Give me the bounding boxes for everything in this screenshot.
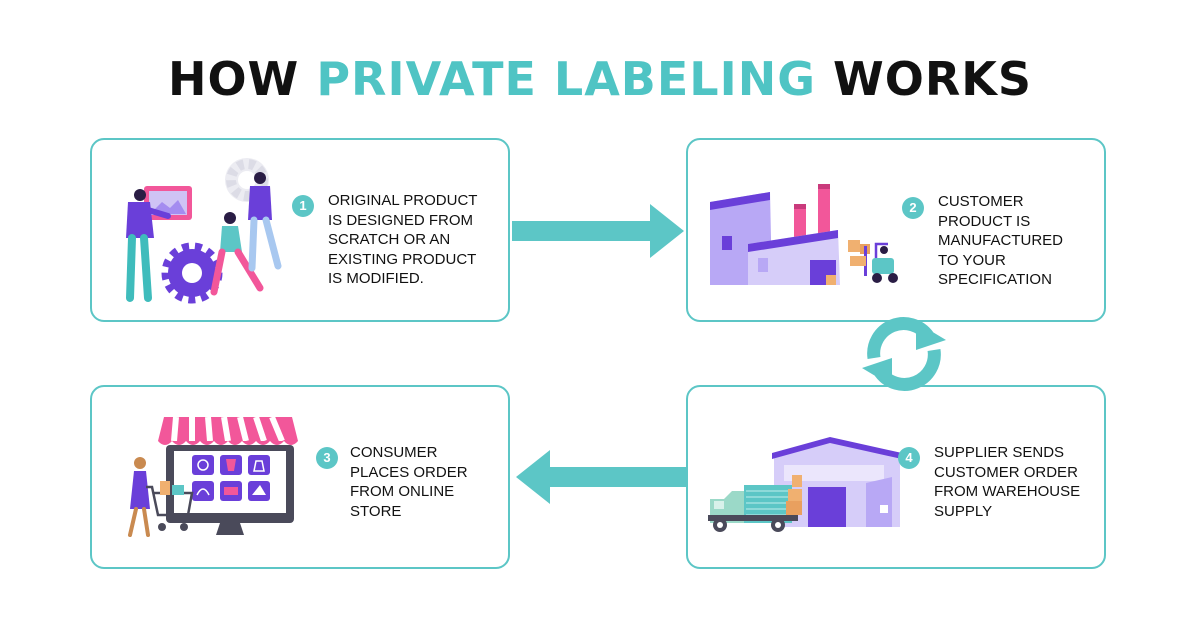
step-card-1: 1 Original product is designed from scra… (90, 138, 510, 322)
step-card-4: 4 Supplier sends customer order from war… (686, 385, 1106, 569)
step-card-3: 3 Consumer places order from online stor… (90, 385, 510, 569)
arrow-left-icon (516, 450, 688, 504)
title-highlight: PRIVATE LABELING (316, 52, 816, 106)
step-number-badge: 4 (898, 447, 920, 469)
online-store-icon (128, 415, 298, 537)
step-number-badge: 2 (902, 197, 924, 219)
step-number-badge: 1 (292, 195, 314, 217)
step-description: Customer product is manufactured to your… (938, 193, 1064, 288)
step-card-2: 2 Customer product is manufactured to yo… (686, 138, 1106, 322)
page-title: HOW PRIVATE LABELING WORKS (0, 52, 1200, 106)
cycle-arrows-icon (862, 317, 946, 391)
step-description: Supplier sends customer order from wareh… (934, 444, 1081, 520)
title-part-how: HOW (167, 52, 317, 106)
title-part-works: WORKS (815, 52, 1033, 106)
step-number-badge: 3 (316, 447, 338, 469)
factory-icon (710, 184, 898, 285)
designers-with-gears-icon (126, 158, 282, 304)
warehouse-truck-icon (708, 437, 902, 532)
step-description: Consumer places order from online store (350, 444, 468, 520)
arrow-right-icon (512, 204, 684, 258)
step-description: Original product is designed from scratc… (328, 192, 478, 287)
